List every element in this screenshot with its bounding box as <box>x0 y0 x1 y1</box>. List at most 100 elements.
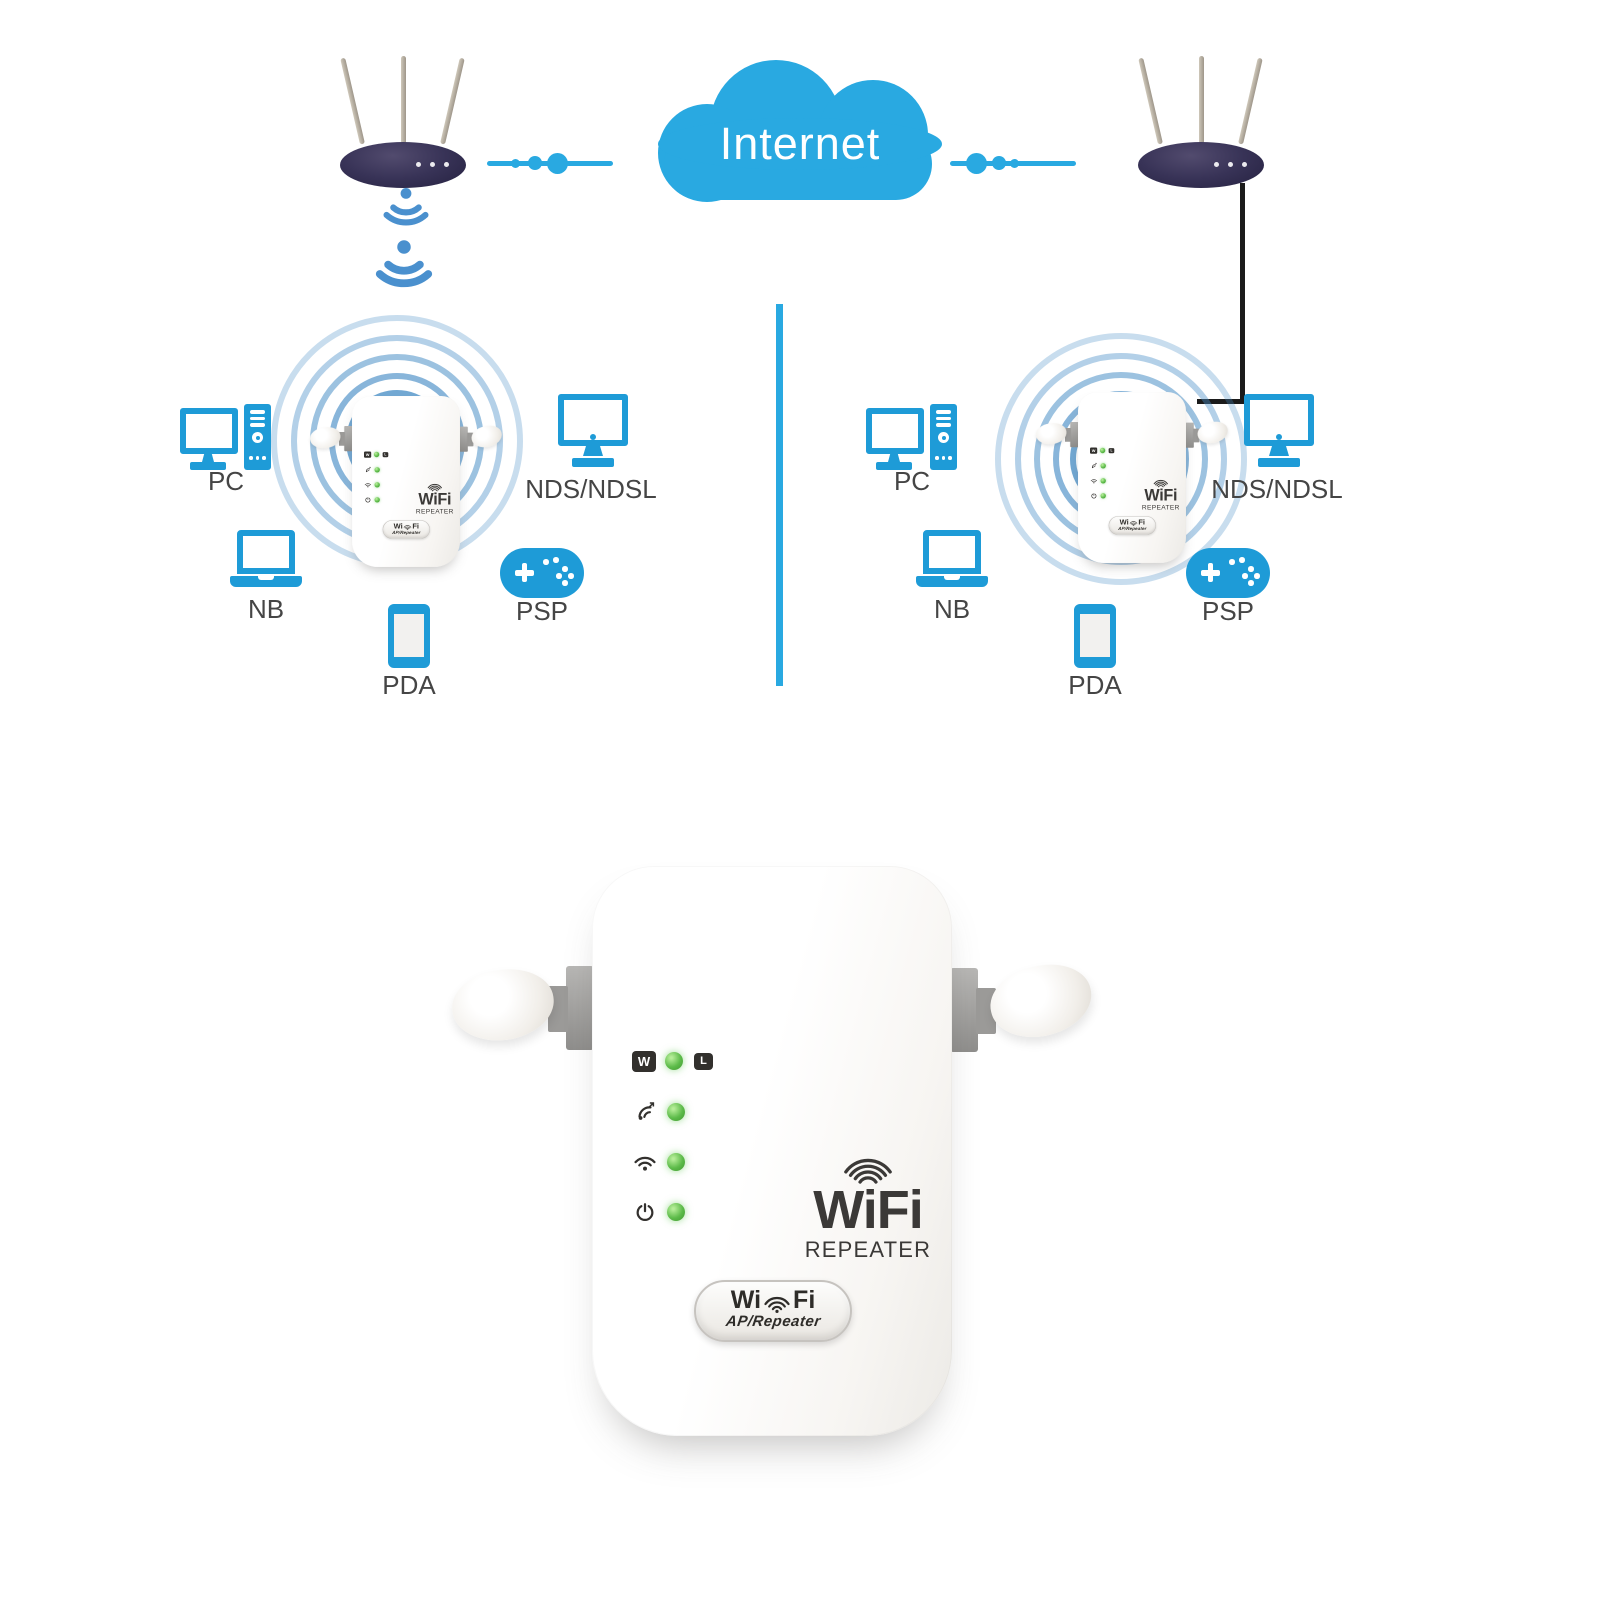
router-right <box>1136 54 1268 188</box>
router-antenna <box>401 56 406 144</box>
wps-button: Wi Fi AP/Repeater <box>382 520 430 539</box>
wps-button: Wi Fi AP/Repeater <box>1108 516 1156 535</box>
router-body <box>1138 142 1264 188</box>
device-label-nds: NDS/NDSL <box>525 474 657 504</box>
logo-wifi-text: WiFi <box>813 1180 923 1240</box>
antenna-mount <box>1070 422 1079 448</box>
laptop-icon <box>916 530 988 590</box>
button-sub-text: AP/Repeater <box>1117 526 1147 532</box>
antenna-mount <box>344 426 353 452</box>
laptop-icon <box>230 530 302 590</box>
link-left <box>487 152 613 174</box>
link-dot <box>1010 158 1019 168</box>
lan-badge: L <box>382 451 389 458</box>
monitor-icon <box>558 394 628 472</box>
wifi-arcs-icon <box>427 483 442 492</box>
antenna-mount <box>1064 428 1071 442</box>
power-icon <box>364 497 372 503</box>
repeat-led <box>374 467 380 473</box>
psp-icon <box>500 548 584 598</box>
button-wi-text: Wi <box>393 522 403 531</box>
wifi-arcs-icon <box>1153 479 1168 488</box>
wifi-arcs-icon <box>1129 521 1138 527</box>
antenna <box>983 956 1099 1046</box>
logo-repeater-text: REPEATER <box>804 1237 932 1263</box>
link-dot <box>966 152 987 174</box>
logo-wifi-text: WiFi <box>1144 486 1178 505</box>
router-antenna <box>1199 56 1204 144</box>
repeater-product-photo: W L <box>448 866 1099 1436</box>
button-fi-text: Fi <box>412 522 419 531</box>
wifi-arcs-icon <box>844 1158 892 1184</box>
router-antenna <box>340 57 365 145</box>
wifi-arcs-icon <box>403 525 412 531</box>
wifi-icon <box>364 482 372 488</box>
power-icon <box>632 1202 658 1222</box>
power-icon <box>1090 493 1098 499</box>
button-fi-text: Fi <box>793 1286 816 1314</box>
wifi-signal-down-icon <box>383 188 429 226</box>
button-wi-text: Wi <box>1119 518 1129 527</box>
wifi-repeater-logo: WiFi REPEATER <box>1138 479 1184 512</box>
pc-icon <box>866 404 958 476</box>
wan-led <box>1099 447 1106 454</box>
wifi-led <box>667 1153 685 1171</box>
button-sub-text: AP/Repeater <box>391 530 421 536</box>
button-wi-text: Wi <box>730 1286 762 1314</box>
power-led <box>374 497 380 503</box>
router-body <box>340 142 466 188</box>
internet-cloud: Internet <box>658 58 942 210</box>
device-label-pda: PDA <box>382 670 436 700</box>
router-led <box>1214 162 1219 167</box>
wps-button: Wi Fi AP/Repeater <box>694 1280 852 1342</box>
router-antenna <box>440 57 465 145</box>
logo-repeater-text: REPEATER <box>415 507 454 515</box>
signal-ring <box>995 333 1247 585</box>
wan-badge: W <box>1090 447 1098 454</box>
wifi-led <box>1100 478 1106 484</box>
wifi-icon <box>1090 478 1098 484</box>
router-left <box>338 54 470 188</box>
lan-badge: L <box>1108 447 1115 454</box>
link-dot <box>547 152 568 174</box>
antenna-mount <box>467 432 474 447</box>
wan-badge: W <box>632 1050 656 1072</box>
antenna-mount <box>950 968 978 1052</box>
wifi-repeater-logo: WiFi REPEATER <box>792 1158 944 1263</box>
router-led <box>1228 162 1233 167</box>
device-label-pc: PC <box>207 466 245 496</box>
router-antenna <box>1238 57 1263 145</box>
router-antenna <box>1138 57 1163 145</box>
logo-repeater-text: REPEATER <box>1141 503 1180 511</box>
section-divider <box>776 304 783 686</box>
antenna-mount <box>1185 422 1194 448</box>
wifi-repeat-icon <box>364 466 372 473</box>
antenna-mount <box>566 966 594 1050</box>
wifi-repeat-icon <box>1090 462 1098 469</box>
wifi-signal-down-icon <box>375 240 433 288</box>
device-label-nds: NDS/NDSL <box>1211 474 1343 504</box>
router-led <box>444 162 449 167</box>
link-dot <box>528 156 542 170</box>
wifi-repeat-icon <box>632 1102 658 1122</box>
repeater-device-left: W L <box>308 396 504 567</box>
internet-label: Internet <box>658 118 942 170</box>
device-label-nb: NB <box>247 594 285 624</box>
repeat-led <box>667 1103 685 1121</box>
psp-icon <box>1186 548 1270 598</box>
logo-wifi-text: WiFi <box>418 490 452 509</box>
lan-badge: L <box>694 1052 713 1070</box>
device-label-pc: PC <box>893 466 931 496</box>
link-dot <box>992 156 1006 170</box>
wan-led <box>665 1052 683 1070</box>
wifi-icon <box>632 1153 658 1171</box>
power-led <box>1100 493 1106 499</box>
device-label-pda: PDA <box>1068 670 1122 700</box>
antenna-mount <box>1193 428 1200 443</box>
router-led <box>1242 162 1247 167</box>
button-fi-text: Fi <box>1138 518 1145 527</box>
monitor-icon <box>1244 394 1314 472</box>
pc-icon <box>180 404 272 476</box>
antenna-mount <box>459 426 468 452</box>
